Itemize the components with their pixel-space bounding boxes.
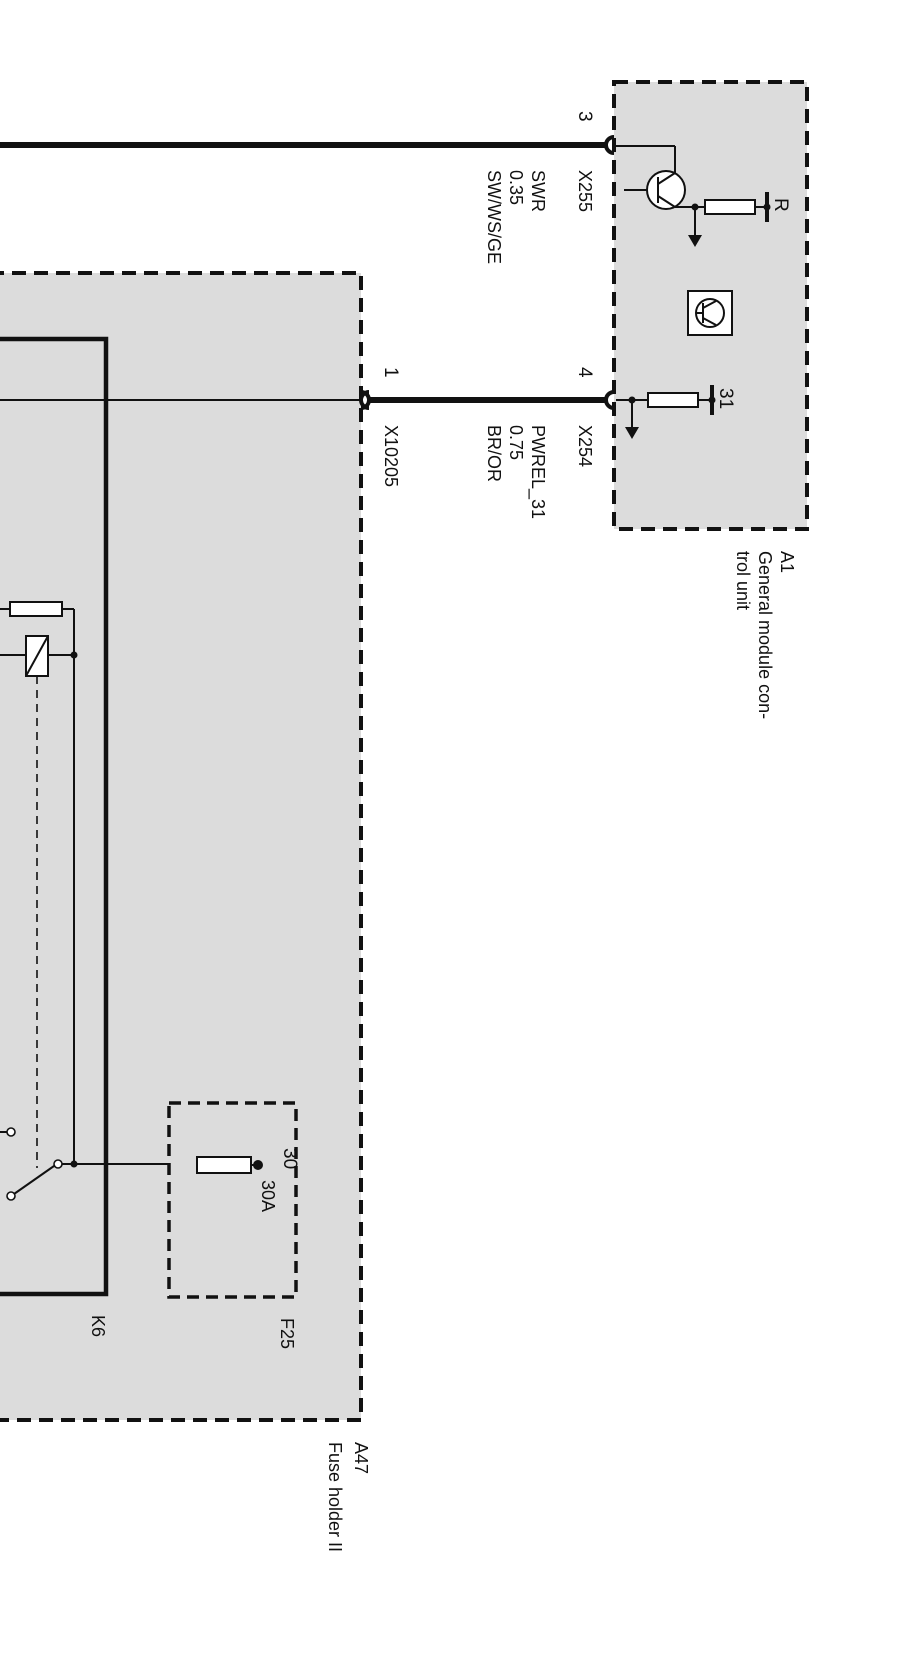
transistor-icon xyxy=(687,290,733,336)
transistor-symbol xyxy=(616,145,771,247)
a47-name: Fuse holder II xyxy=(325,1442,345,1552)
wire-swr-signal: SWR xyxy=(528,170,548,212)
terminal-r: R xyxy=(770,198,791,212)
pin-3: 3 xyxy=(574,111,595,122)
f25-terminal: 30 xyxy=(279,1148,300,1169)
pin-4: 4 xyxy=(574,367,595,378)
k6-id: K6 xyxy=(88,1315,108,1337)
wire-pwrel-color: BR/OR xyxy=(484,425,504,482)
f25-rating: 30A xyxy=(258,1180,278,1212)
k6-relay-box xyxy=(0,336,109,1297)
connector-x255: X255 xyxy=(575,170,595,212)
ground-resistor xyxy=(616,385,716,439)
wire-pwrel-gauge: 0.75 xyxy=(506,425,526,460)
connector-x254: X254 xyxy=(575,425,595,467)
a1-name: General module con- trol unit xyxy=(733,551,775,724)
pin-1: 1 xyxy=(380,367,401,378)
fuse-symbol xyxy=(196,1156,263,1174)
terminal-31: 31 xyxy=(715,388,736,409)
f25-id: F25 xyxy=(277,1318,297,1349)
a1-id: A1 xyxy=(777,551,797,573)
a47-id: A47 xyxy=(351,1442,371,1474)
connector-x10205: X10205 xyxy=(381,425,401,487)
relay-internals xyxy=(0,601,197,1201)
f25-fuse-box xyxy=(167,1101,298,1299)
wire-swr-gauge: 0.35 xyxy=(506,170,526,205)
wire-swr-color: SW/WS/GE xyxy=(484,170,504,264)
wire-pwrel-signal: PWREL_31 xyxy=(527,425,548,519)
